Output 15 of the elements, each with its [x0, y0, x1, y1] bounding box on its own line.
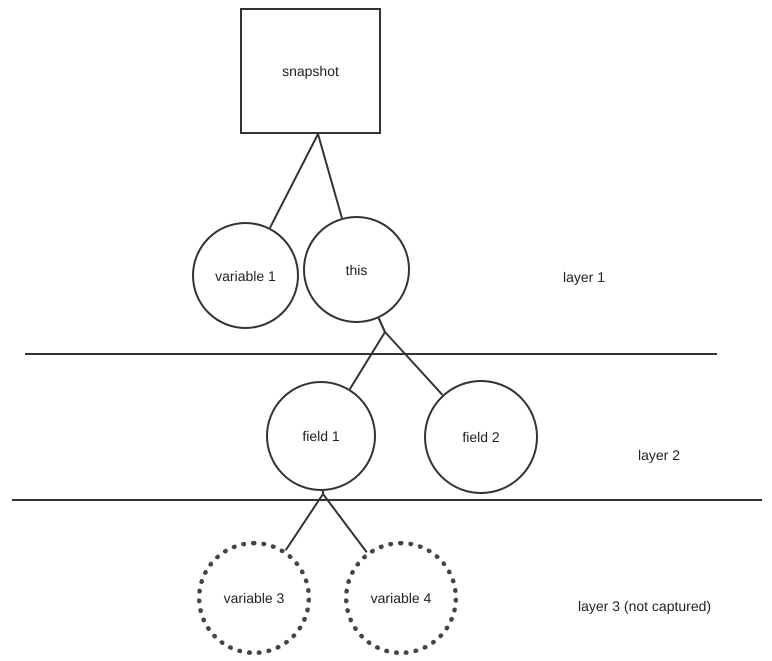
- layer-label: layer 1: [563, 269, 606, 285]
- layer-label: layer 2: [638, 447, 680, 463]
- node-label: variable 1: [215, 268, 276, 284]
- node-label: variable 3: [224, 590, 284, 606]
- node-label: variable 4: [370, 590, 432, 606]
- connector-line: [269, 134, 319, 228]
- layer-label: layer 3 (not captured): [578, 598, 712, 614]
- node-label: snapshot: [282, 63, 339, 79]
- node-label: field 1: [302, 428, 340, 444]
- node-label: this: [346, 262, 368, 278]
- box-node: [240, 8, 381, 134]
- connector-line: [378, 318, 444, 396]
- connector-line: [317, 134, 343, 218]
- node-label: field 2: [462, 429, 500, 445]
- connector-line: [322, 490, 368, 553]
